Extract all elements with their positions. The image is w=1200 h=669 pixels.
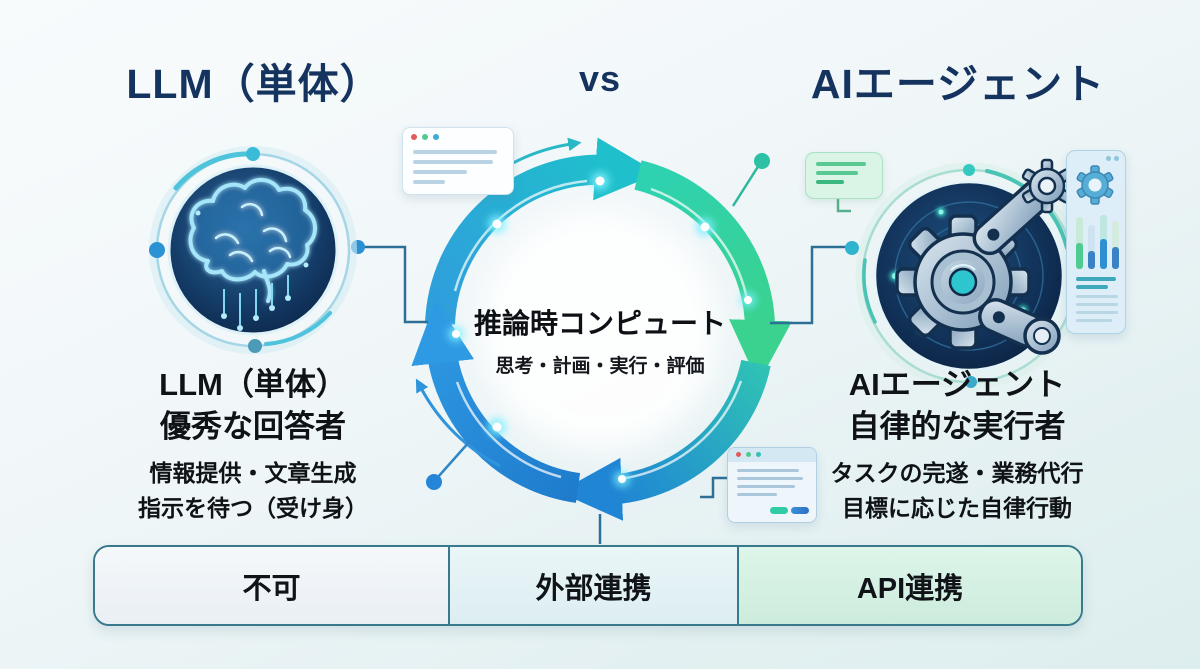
cycle-label: 推論時コンピュート 思考・計画・実行・評価 <box>455 302 745 378</box>
llm-role-line1: LLM（単体） <box>159 367 347 402</box>
window-dot-teal <box>756 452 761 457</box>
window-dot-green <box>746 452 751 457</box>
agent-role-line2: 自律的な実行者 <box>848 409 1066 444</box>
browser-window-icon <box>402 127 514 195</box>
antenna-decorations <box>426 153 770 490</box>
comparison-cell-external: 外部連携 <box>448 547 737 624</box>
llm-trait-1: 情報提供・文章生成 <box>149 460 357 486</box>
llm-role-line2: 優秀な回答者 <box>160 409 346 444</box>
agent-description: AIエージェント 自律的な実行者 タスクの完遂・業務代行 目標に応じた自律行動 <box>782 364 1132 526</box>
llm-trait-2: 指示を待つ（受け身） <box>138 495 368 521</box>
bar-chart <box>1076 215 1119 269</box>
comparison-bar: 不可 外部連携 API連携 <box>93 545 1083 626</box>
agent-trait-2: 目標に応じた自律行動 <box>842 495 1072 521</box>
browser-window-icon <box>727 447 817 523</box>
window-dot-green <box>422 134 428 140</box>
comparison-cell-llm: 不可 <box>95 547 448 624</box>
button-pill-teal <box>770 507 788 514</box>
analytics-panel-icon <box>1066 150 1126 334</box>
window-dot-red <box>736 452 741 457</box>
cycle-subtitle: 思考・計画・実行・評価 <box>495 356 705 377</box>
center-glow <box>480 210 720 450</box>
connector-node-left <box>351 240 365 254</box>
agent-trait-1: タスクの完遂・業務代行 <box>830 460 1084 486</box>
window-dot-blue <box>433 134 439 140</box>
window-dot-red <box>411 134 417 140</box>
right-title: AIエージェント <box>810 61 1106 107</box>
connector-node-right <box>845 241 859 255</box>
agent-role-line1: AIエージェント <box>848 367 1066 402</box>
cycle-title: 推論時コンピュート <box>473 308 726 339</box>
chat-bubble-icon <box>805 152 883 199</box>
ring-glow-dots <box>448 172 756 487</box>
llm-description: LLM（単体） 優秀な回答者 情報提供・文章生成 指示を待つ（受け身） <box>70 364 436 526</box>
gear-icon <box>1076 165 1114 205</box>
left-title: LLM（単体） <box>126 61 382 107</box>
button-pill-blue <box>791 507 809 514</box>
cycle-ring <box>411 137 793 521</box>
connector-lines <box>358 197 851 544</box>
vs-label: vs <box>578 58 622 99</box>
comparison-cell-api: API連携 <box>737 547 1081 624</box>
